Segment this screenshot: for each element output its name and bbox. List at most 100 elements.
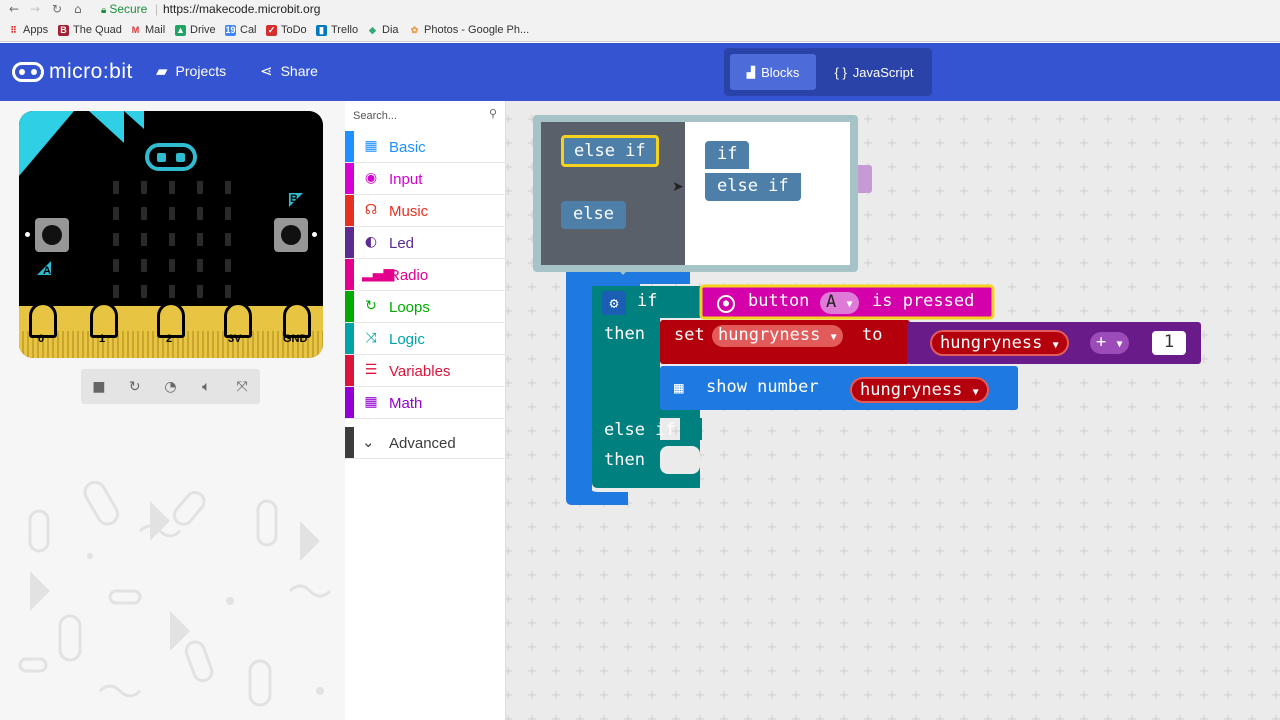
led-pixel [113, 181, 119, 194]
dia-icon: ◆ [369, 24, 376, 35]
mute-icon[interactable]: 🔈︎ [202, 378, 211, 395]
pin-3v[interactable]: 3V [224, 302, 252, 345]
button-label: button [748, 291, 810, 311]
category-input[interactable]: ◉ Input [345, 163, 506, 195]
else-flyout-block[interactable]: else [561, 201, 626, 229]
drive-icon: ▲ [175, 24, 186, 36]
board-decoration [124, 111, 144, 129]
led-pixel [141, 259, 147, 272]
share-button[interactable]: ⋖ Share [260, 63, 318, 80]
restart-icon[interactable]: ↻ [128, 378, 141, 395]
photos-icon: ✿ [410, 24, 419, 35]
pin-gnd[interactable]: GND [283, 302, 311, 345]
microbit-logo[interactable]: micro:bit [12, 60, 133, 84]
category-math[interactable]: ▦ Math [345, 387, 506, 419]
button-dropdown[interactable]: A ▼ [820, 292, 859, 314]
editor-toggle: ▟ Blocks { } JavaScript [724, 48, 932, 96]
button-b-dot [312, 232, 317, 237]
dropdown-arrow-icon: ▼ [830, 332, 837, 343]
board-decoration [19, 111, 74, 176]
quad-icon: B [58, 24, 69, 36]
variable-reporter-hungryness[interactable]: hungryness ▼ [930, 330, 1069, 356]
if-mutator-block[interactable]: if [705, 141, 750, 169]
bookmark-photos[interactable]: ✿Photos - Google Ph... [410, 24, 530, 36]
share-icon: ⋖ [260, 63, 273, 80]
mail-icon: M [131, 24, 140, 35]
category-logic[interactable]: ⤨ Logic [345, 323, 506, 355]
blocks-toggle-button[interactable]: ▟ Blocks [730, 54, 816, 90]
led-pixel [197, 181, 203, 194]
button-a-dot [25, 232, 30, 237]
led-pixel [197, 207, 203, 220]
stop-icon[interactable]: ■ [92, 378, 106, 395]
category-loops[interactable]: ↻ Loops [345, 291, 506, 323]
led-pixel [225, 181, 231, 194]
pin-0[interactable]: 0 [29, 302, 57, 345]
fullscreen-icon[interactable]: ⤧ [236, 378, 248, 395]
led-pixel [169, 259, 175, 272]
bookmark-apps[interactable]: ⠿Apps [8, 24, 48, 36]
forward-icon[interactable]: → [30, 2, 41, 16]
show-number-variable[interactable]: hungryness ▼ [850, 377, 989, 403]
pin-1[interactable]: 1 [90, 302, 118, 345]
category-radio[interactable]: ▂▄▆ Radio [345, 259, 506, 291]
toolbox: ⚲ ▦ Basic ◉ Input ☊ Music ◐ Led ▂▄▆ Radi… [345, 101, 506, 720]
button-a[interactable] [35, 218, 69, 252]
toggle-icon: ◐ [364, 234, 378, 250]
category-variables[interactable]: ☰ Variables [345, 355, 506, 387]
toolbox-search: ⚲ [345, 101, 506, 129]
calendar-icon: 19 [225, 24, 236, 36]
secure-indicator[interactable]: 🔒︎Secure [101, 2, 148, 16]
debug-icon[interactable]: ◔ [164, 378, 177, 395]
bookmark-trello[interactable]: ▮Trello [316, 24, 358, 36]
category-basic[interactable]: ▦ Basic [345, 131, 506, 163]
category-color-bar [345, 291, 354, 322]
category-led[interactable]: ◐ Led [345, 227, 506, 259]
if-label: if [637, 291, 658, 311]
led-pixel [225, 285, 231, 298]
else-if-label: else if [604, 420, 676, 440]
if-mutator-popup: else if else if else if [533, 115, 858, 272]
back-icon[interactable]: ← [9, 2, 20, 16]
led-pixel [113, 259, 119, 272]
bookmark-todo[interactable]: ✓ToDo [266, 24, 307, 36]
number-input[interactable]: 1 [1152, 331, 1186, 355]
button-b[interactable] [274, 218, 308, 252]
search-input[interactable] [353, 106, 478, 126]
braces-icon: { } [834, 64, 847, 80]
category-color-bar [345, 427, 354, 458]
button-a-marker [37, 261, 51, 275]
headphones-icon: ☊ [364, 202, 378, 218]
set-variable-dropdown[interactable]: hungryness ▼ [712, 325, 843, 347]
loop-icon: ↻ [365, 298, 377, 314]
projects-button[interactable]: ▰ Projects [156, 63, 227, 80]
mutator-canvas[interactable]: if else if [685, 122, 850, 265]
is-pressed-label: is pressed [872, 291, 975, 311]
address-bar[interactable]: https://makecode.microbit.org [163, 2, 321, 16]
pin-2[interactable]: 2 [157, 302, 185, 345]
operator-dropdown[interactable]: + ▼ [1090, 332, 1129, 354]
home-icon[interactable]: ⌂ [74, 2, 82, 16]
else-if-mutator-block[interactable]: else if [705, 173, 801, 201]
javascript-toggle-button[interactable]: { } JavaScript [834, 64, 914, 80]
category-color-bar [345, 131, 354, 162]
bookmark-dia[interactable]: ◆Dia [367, 24, 398, 36]
input-target-icon: ● [717, 295, 735, 313]
category-music[interactable]: ☊ Music [345, 195, 506, 227]
mutator-flyout: else if else [541, 122, 685, 265]
category-advanced[interactable]: ⌄ Advanced [345, 427, 506, 459]
search-icon[interactable]: ⚲ [488, 107, 497, 120]
signal-icon: ▂▄▆ [362, 266, 395, 282]
led-pixel [197, 259, 203, 272]
dropdown-arrow-icon: ▼ [972, 387, 979, 398]
reload-icon[interactable]: ↻ [52, 2, 63, 16]
else-if-flyout-block[interactable]: else if [561, 135, 659, 167]
category-color-bar [345, 323, 354, 354]
settings-gear-icon[interactable]: ⚙ [609, 294, 619, 312]
url-separator: | [155, 2, 159, 16]
bookmark-drive[interactable]: ▲Drive [175, 24, 216, 36]
category-color-bar [345, 355, 354, 386]
